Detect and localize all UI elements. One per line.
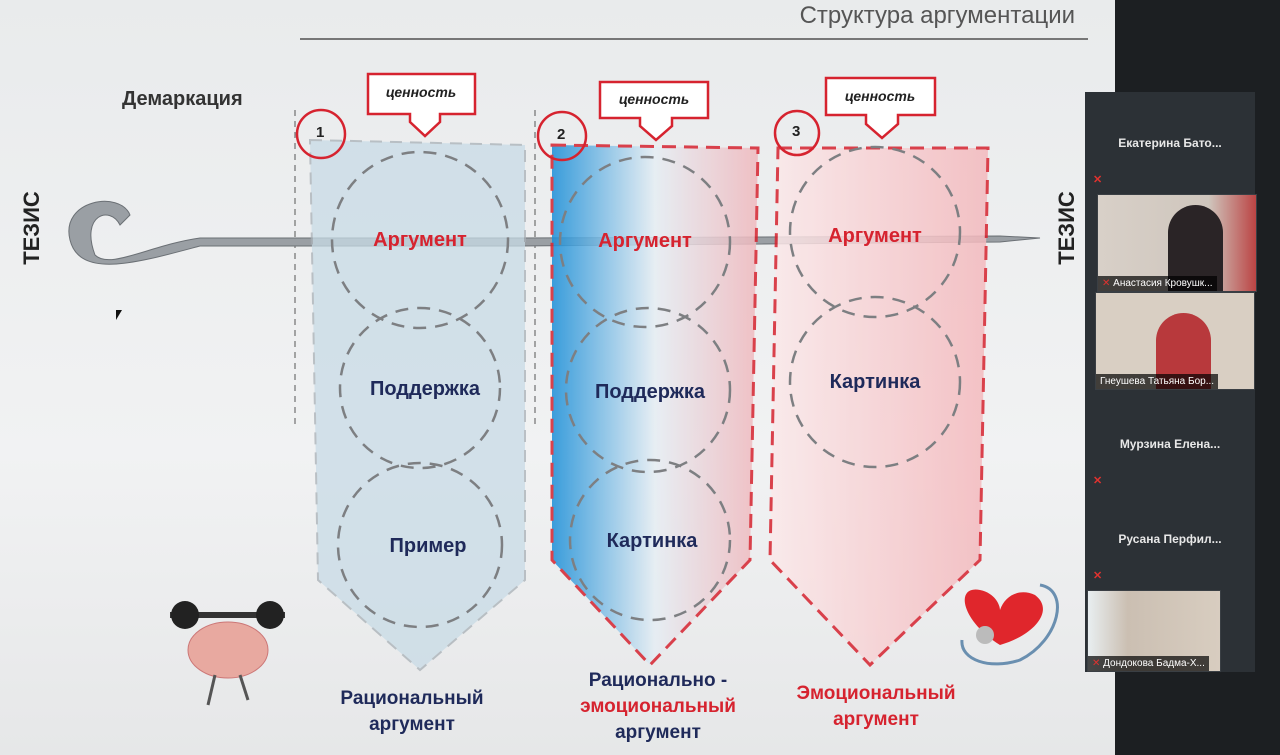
diagram: [68, 72, 1059, 706]
participant-tile[interactable]: Мурзина Елена...✕: [1093, 437, 1221, 487]
argument-circles: [330, 145, 962, 629]
column-1-number: 1: [316, 124, 325, 141]
column-3-shape: [768, 146, 990, 668]
column-3-value: ценность: [844, 88, 916, 104]
demarcation-label: Демаркация: [122, 88, 243, 110]
participant-tile[interactable]: Русана Перфил...✕: [1093, 532, 1222, 582]
thesis-arrow: [68, 200, 1041, 265]
muted-mic-icon: ✕: [1093, 570, 1103, 582]
column-3-number: 3: [792, 123, 801, 140]
column-2-shape: [550, 143, 760, 668]
muted-mic-icon: ✕: [1092, 658, 1104, 669]
column-2-item: Поддержка: [594, 381, 706, 403]
thesis-label-right: ТЕЗИС: [1053, 191, 1079, 265]
column-1-item: Пример: [389, 535, 467, 557]
muted-mic-icon: ✕: [1093, 174, 1103, 186]
participant-tile[interactable]: Екатерина Бато...✕: [1093, 136, 1222, 186]
column-2-number: 2: [557, 126, 566, 143]
thesis-label-left: ТЕЗИС: [18, 191, 44, 265]
brain-dumbbell-icon: [170, 601, 285, 706]
participant-video[interactable]: ✕ Дондокова Бадма-Х...: [1087, 590, 1221, 672]
column-1-value: ценность: [385, 84, 457, 100]
participants-panel[interactable]: Екатерина Бато...✕ ✕ Анастасия Кровушк..…: [1085, 92, 1257, 672]
number-circles: [295, 108, 821, 162]
column-1-shape: [308, 138, 526, 672]
mouse-cursor-icon: [116, 310, 122, 320]
slide-title: Структура аргументации: [799, 2, 1075, 29]
participant-video[interactable]: Гнеушева Татьяна Бор...: [1095, 292, 1255, 390]
column-2-item: Аргумент: [598, 230, 692, 252]
participant-video[interactable]: ✕ Анастасия Кровушк...: [1097, 194, 1257, 292]
muted-mic-icon: ✕: [1102, 278, 1114, 289]
presentation-slide: Структура аргументации Демаркация ТЕЗИС …: [0, 0, 1115, 755]
column-1-item: Поддержка: [369, 378, 481, 400]
column-3-item: Картинка: [829, 371, 921, 393]
column-2-value: ценность: [618, 91, 690, 107]
column-1-item: Аргумент: [373, 229, 467, 251]
heart-stethoscope-icon: [960, 583, 1059, 666]
value-callouts: [366, 72, 937, 142]
column-3-item: Аргумент: [828, 225, 922, 247]
title-divider: [300, 38, 1088, 40]
muted-mic-icon: ✕: [1093, 475, 1103, 487]
column-2-item: Картинка: [606, 530, 698, 552]
